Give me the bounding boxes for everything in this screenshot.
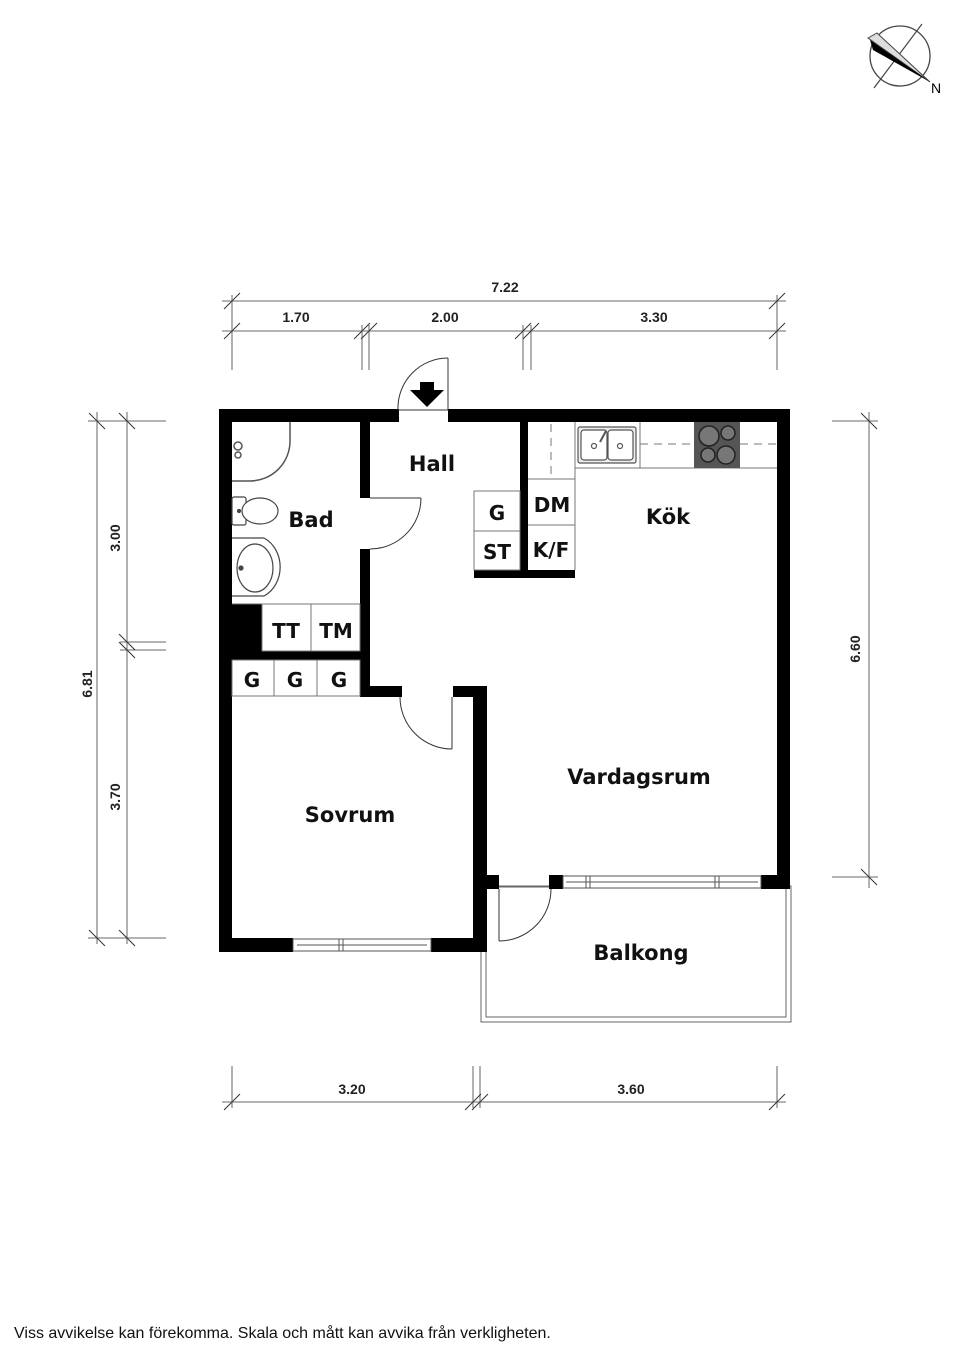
dimension-top-3: 3.30 [640, 309, 667, 325]
hall-closets [473, 490, 521, 571]
dimension-top-1: 1.70 [282, 309, 309, 325]
compass-north-arrow-icon: N [867, 23, 941, 96]
wardrobe-label-3: G [331, 668, 347, 692]
bottom-dimensions [222, 1066, 786, 1111]
living-room-window [562, 875, 762, 889]
entrance-arrow-icon [410, 390, 444, 407]
dimension-top-2: 2.00 [431, 309, 458, 325]
right-dimensions [832, 412, 878, 888]
closet-st-label: ST [483, 540, 511, 564]
room-label-vardagsrum: Vardagsrum [567, 765, 711, 789]
closet-g-label: G [489, 501, 505, 525]
toilet-icon [231, 496, 279, 526]
dimension-left-2: 3.70 [107, 783, 123, 810]
fridge-freezer-label: K/F [533, 538, 569, 562]
dimension-left-1: 3.00 [107, 524, 123, 551]
bathroom-door [369, 497, 422, 550]
wardrobe-label-1: G [244, 668, 260, 692]
room-label-kok: Kök [646, 505, 691, 529]
dimension-left-total: 6.81 [79, 670, 95, 697]
walls [219, 409, 790, 952]
room-label-bad: Bad [288, 508, 333, 532]
wardrobe-label-2: G [287, 668, 303, 692]
dimension-bottom-1: 3.20 [338, 1081, 365, 1097]
kitchen-counter [528, 422, 777, 570]
top-dimensions [222, 292, 786, 370]
room-label-hall: Hall [409, 452, 455, 476]
kitchen-sink-icon [577, 426, 637, 464]
dimension-bottom-2: 3.60 [617, 1081, 644, 1097]
left-dimensions [88, 412, 166, 947]
sink-icon [232, 537, 281, 597]
stove-icon [694, 422, 740, 468]
entrance-door [397, 357, 449, 411]
shower-icon [232, 422, 291, 482]
bedroom-door [399, 696, 453, 750]
room-label-balkong: Balkong [593, 941, 688, 965]
entrance-arrow-stem [420, 382, 434, 391]
balcony-door [498, 888, 552, 942]
tumble-dryer-label: TT [272, 619, 300, 643]
wardrobes [231, 659, 361, 697]
room-label-sovrum: Sovrum [305, 803, 395, 827]
dimension-right-total: 6.60 [847, 635, 863, 662]
north-label: N [931, 80, 941, 96]
laundry-cabinets [261, 603, 361, 652]
dishwasher-label: DM [534, 493, 571, 517]
disclaimer-text: Viss avvikelse kan förekomma. Skala och … [14, 1325, 551, 1342]
washing-machine-label: TM [319, 619, 353, 643]
bedroom-window [292, 938, 432, 952]
dimension-top-total: 7.22 [491, 279, 518, 295]
